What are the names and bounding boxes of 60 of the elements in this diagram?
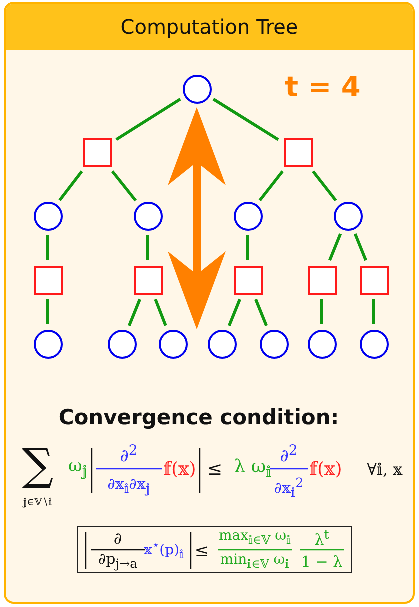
tree-edge bbox=[46, 236, 50, 260]
title: Computation Tree bbox=[120, 15, 298, 39]
circle-node bbox=[34, 202, 62, 230]
numerator: ∂$^{2}$ bbox=[280, 444, 298, 466]
circle-node bbox=[134, 202, 162, 230]
circle-node bbox=[34, 330, 62, 358]
circle-node bbox=[158, 330, 188, 358]
tree-edge bbox=[372, 300, 376, 324]
tree-edge bbox=[58, 170, 84, 202]
tree-edge bbox=[146, 236, 150, 260]
numerator: max$_{𝕚∈𝕍}$ ω$_{𝕚}$ bbox=[219, 529, 291, 547]
quantifier: ∀𝕚, 𝕩 bbox=[367, 461, 403, 479]
section-heading: Convergence condition: bbox=[58, 406, 340, 430]
circle-node bbox=[334, 202, 362, 230]
numerator: λ$^{t}$ bbox=[314, 528, 330, 548]
sum-index: 𝕛∈𝕍∖𝕚 bbox=[24, 498, 52, 508]
tree-edge bbox=[116, 98, 182, 141]
relation-sign: ≤ bbox=[207, 460, 223, 480]
tree-edge bbox=[254, 298, 268, 326]
square-node bbox=[234, 266, 262, 294]
tree-edge bbox=[320, 300, 324, 324]
denominator: min$_{𝕚∈𝕍}$ ω$_{𝕚}$ bbox=[220, 553, 290, 571]
tree-edge bbox=[354, 234, 368, 262]
function-term: 𝕗(𝕩) bbox=[164, 460, 196, 480]
relation-sign: ≤ bbox=[194, 542, 210, 562]
numerator: ∂ bbox=[114, 530, 122, 548]
weight-term: λ ω$_{𝕚}$ bbox=[234, 457, 272, 481]
function-term: 𝕩$^{⋆}$(p)$_{𝕚}$ bbox=[144, 538, 184, 562]
denominator: ∂𝕩$_{𝕚}$∂𝕩$_{𝕛}$ bbox=[108, 476, 150, 496]
square-node bbox=[82, 138, 112, 166]
time-label: t = 4 bbox=[285, 72, 361, 104]
numerator: ∂$^{2}$ bbox=[120, 444, 138, 466]
square-node bbox=[284, 138, 312, 166]
square-node bbox=[360, 266, 388, 294]
tree-edge bbox=[328, 234, 342, 262]
circle-node bbox=[234, 202, 262, 230]
square-node bbox=[134, 266, 162, 294]
function-term: 𝕗(𝕩) bbox=[310, 460, 342, 480]
tree-edge bbox=[246, 236, 250, 260]
denominator: ∂p$_{j→a}$ bbox=[98, 551, 138, 571]
sum-symbol: ∑ bbox=[22, 442, 54, 490]
circle-node bbox=[360, 330, 388, 358]
tree-edge bbox=[212, 98, 280, 142]
circle-node bbox=[260, 330, 288, 358]
circle-node bbox=[108, 330, 136, 358]
circle-node bbox=[308, 330, 336, 358]
double-arrow bbox=[168, 108, 226, 330]
square-node bbox=[34, 266, 62, 294]
denominator: 1 − λ bbox=[301, 554, 343, 570]
tree-edge bbox=[312, 170, 338, 202]
circle-node bbox=[182, 74, 212, 104]
tree-edge bbox=[228, 298, 242, 326]
tree-edge bbox=[128, 298, 142, 326]
tree-edge bbox=[258, 170, 284, 202]
circle-node bbox=[208, 330, 236, 358]
square-node bbox=[308, 266, 336, 294]
tree-edge bbox=[111, 170, 138, 202]
tree-edge bbox=[46, 300, 50, 324]
weight-term: ω$_{𝕛}$ bbox=[68, 458, 88, 480]
tree-edge bbox=[154, 298, 168, 326]
